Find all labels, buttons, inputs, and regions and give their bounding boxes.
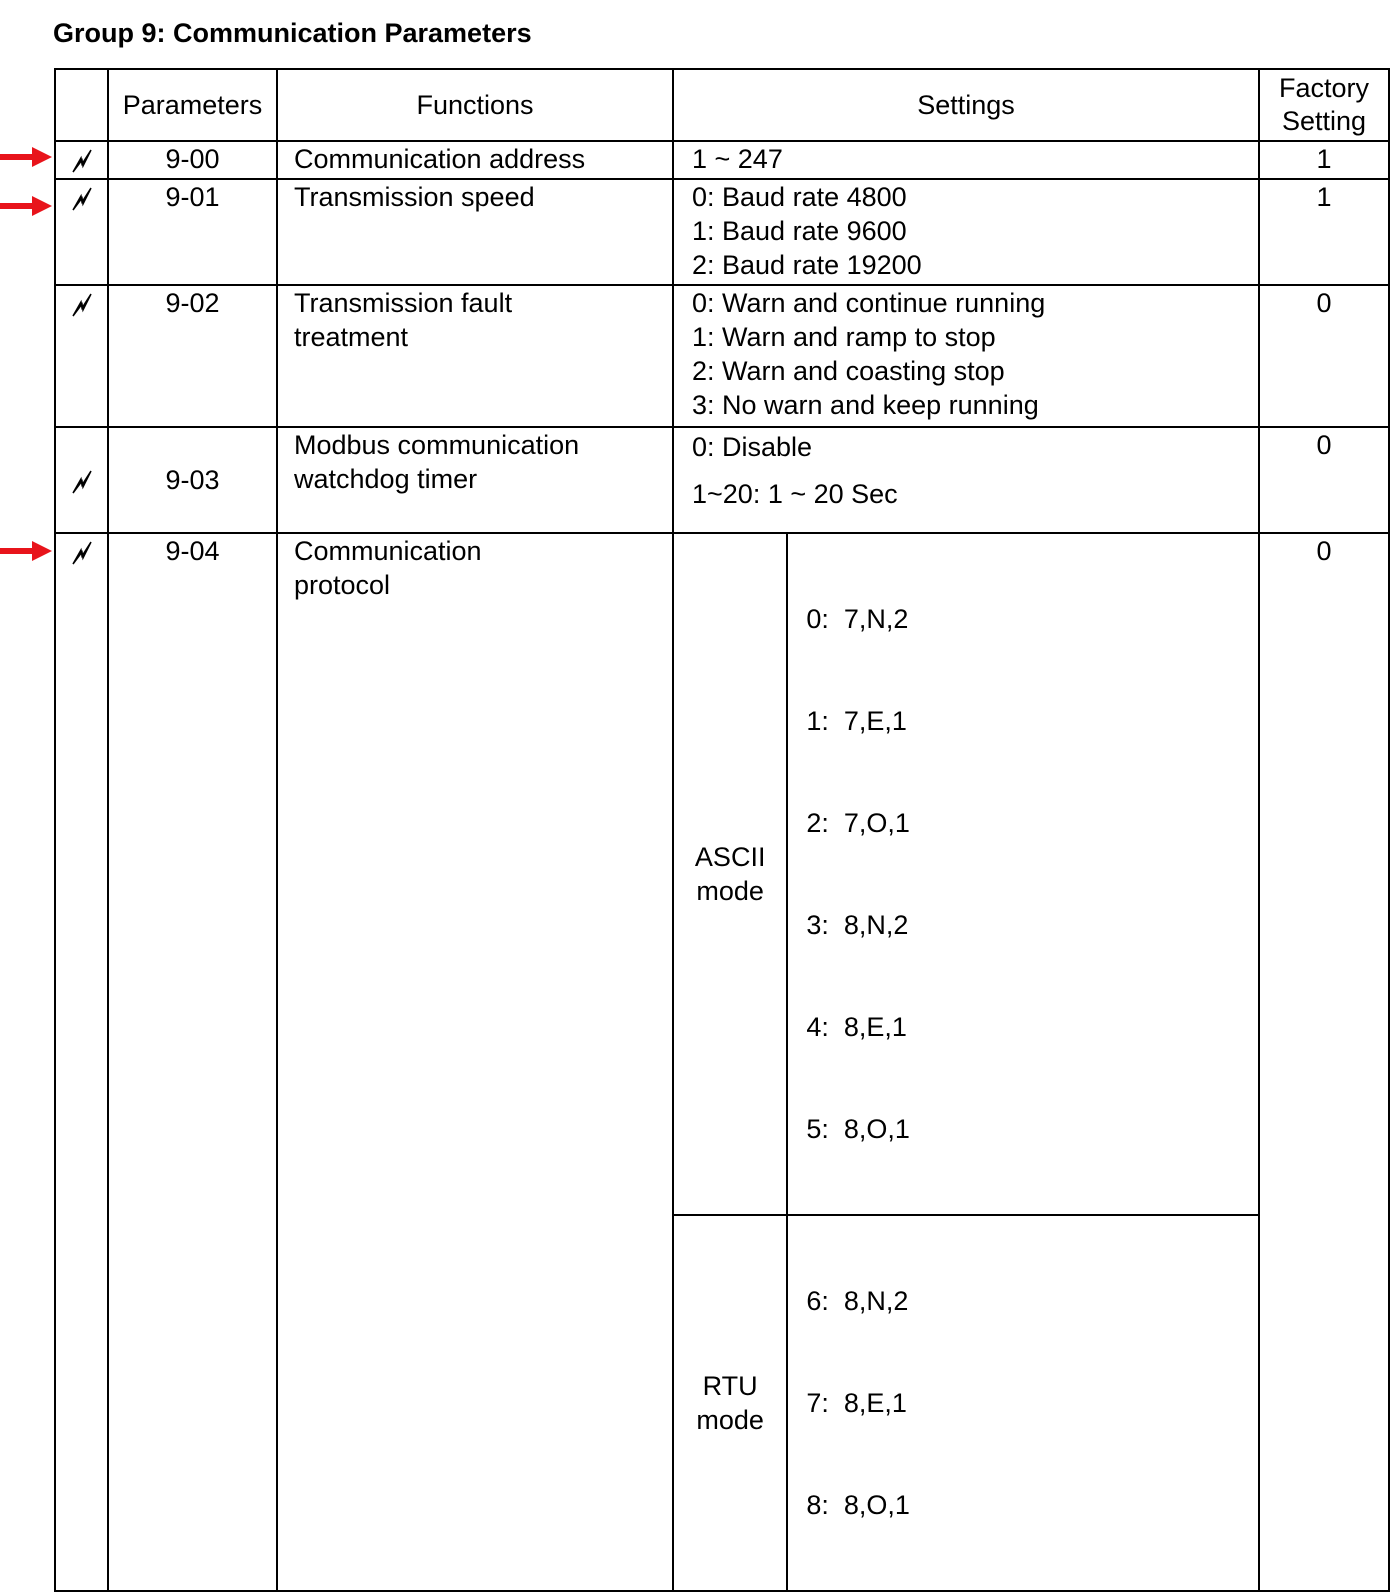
- header-factory-line1: Factory: [1278, 73, 1370, 103]
- function-text: watchdog timer: [294, 464, 478, 494]
- red-arrow-icon: [0, 196, 52, 216]
- param-code: 9-03: [107, 426, 278, 534]
- settings-cell: 0: Baud rate 4800 1: Baud rate 9600 2: B…: [672, 178, 1260, 286]
- setting-option: 6: 8,N,2: [806, 1286, 909, 1316]
- function-cell: Transmission fault treatment: [276, 284, 674, 428]
- icon-cell: [54, 426, 109, 534]
- function-text: Communication: [294, 536, 482, 566]
- param-code: 9-00: [107, 140, 278, 180]
- setting-option: 3: 8,N,2: [806, 910, 909, 940]
- mode-label-line: RTU: [702, 1371, 758, 1401]
- lightning-icon: [71, 293, 92, 317]
- setting-option: 1 ~ 247: [692, 144, 783, 174]
- setting-option: 0: Warn and continue running: [692, 288, 1046, 318]
- header-parameters: Parameters: [107, 68, 278, 142]
- setting-option: 1~20: 1 ~ 20 Sec: [692, 479, 898, 509]
- lightning-icon: [71, 470, 92, 494]
- table-row: 9-03 Modbus communication watchdog timer…: [54, 426, 1390, 534]
- icon-cell: [54, 532, 109, 1592]
- setting-option: 1: 7,E,1: [806, 706, 907, 736]
- lightning-icon: [71, 187, 92, 211]
- header-functions: Functions: [276, 68, 674, 142]
- factory-value: 1: [1258, 140, 1390, 180]
- setting-option: 3: No warn and keep running: [692, 390, 1039, 420]
- table-row: 9-04 Communication protocol ASCII mode 0…: [54, 532, 1390, 1592]
- function-text: protocol: [294, 570, 391, 600]
- function-text: Transmission speed: [294, 182, 535, 212]
- setting-option: 1: Baud rate 9600: [692, 216, 907, 246]
- rtu-mode-label: RTU mode: [671, 1214, 789, 1592]
- header-settings: Settings: [672, 68, 1260, 142]
- setting-option: 0: 7,N,2: [806, 604, 909, 634]
- param-code: 9-04: [107, 532, 278, 1592]
- setting-option: 1: Warn and ramp to stop: [692, 322, 996, 352]
- function-text: treatment: [294, 322, 409, 352]
- setting-option: 2: Baud rate 19200: [692, 250, 922, 280]
- icon-cell: [54, 178, 109, 286]
- mode-label-line: ASCII: [694, 842, 766, 872]
- table-header-row: Parameters Functions Settings Factory Se…: [54, 68, 1390, 142]
- function-cell: Transmission speed: [276, 178, 674, 286]
- setting-option: 2: Warn and coasting stop: [692, 356, 1005, 386]
- setting-option: 0: Baud rate 4800: [692, 182, 907, 212]
- setting-option: 8: 8,O,1: [806, 1490, 910, 1520]
- factory-value: 0: [1258, 284, 1390, 428]
- setting-option: 5: 8,O,1: [806, 1114, 910, 1144]
- settings-cell: 0: Disable 1~20: 1 ~ 20 Sec: [672, 426, 1260, 534]
- table-row: 9-02 Transmission fault treatment 0: War…: [54, 284, 1390, 428]
- header-factory-line2: Setting: [1281, 106, 1367, 136]
- factory-value: 0: [1258, 532, 1390, 1592]
- function-cell: Modbus communication watchdog timer: [276, 426, 674, 534]
- parameters-table: Parameters Functions Settings Factory Se…: [54, 68, 1390, 1592]
- mode-label-line: mode: [696, 1405, 764, 1435]
- settings-cell: 0: Warn and continue running 1: Warn and…: [672, 284, 1260, 428]
- setting-option: 0: Disable: [692, 432, 813, 462]
- header-factory-setting: Factory Setting: [1258, 68, 1390, 142]
- red-arrow-icon: [0, 147, 52, 167]
- function-cell: Communication protocol: [276, 532, 674, 1592]
- function-text: Modbus communication: [294, 430, 580, 460]
- factory-value: 1: [1258, 178, 1390, 286]
- mode-label-line: mode: [696, 876, 764, 906]
- lightning-icon: [71, 149, 92, 173]
- settings-cell: 1 ~ 247: [672, 140, 1260, 180]
- function-cell: Communication address: [276, 140, 674, 180]
- param-code: 9-02: [107, 284, 278, 428]
- setting-option: 4: 8,E,1: [806, 1012, 907, 1042]
- factory-value: 0: [1258, 426, 1390, 534]
- function-text: Transmission fault: [294, 288, 513, 318]
- ascii-options: 0: 7,N,2 1: 7,E,1 2: 7,O,1 3: 8,N,2 4: 8…: [786, 532, 1260, 1216]
- param-code: 9-01: [107, 178, 278, 286]
- red-arrow-icon: [0, 541, 52, 561]
- table-row: 9-01 Transmission speed 0: Baud rate 480…: [54, 178, 1390, 286]
- icon-cell: [54, 140, 109, 180]
- page-title: Group 9: Communication Parameters: [53, 18, 532, 48]
- icon-cell: [54, 284, 109, 428]
- table-row: 9-00 Communication address 1 ~ 247 1: [54, 140, 1390, 180]
- ascii-mode-label: ASCII mode: [671, 532, 789, 1216]
- setting-option: 7: 8,E,1: [806, 1388, 907, 1418]
- rtu-options: 6: 8,N,2 7: 8,E,1 8: 8,O,1: [786, 1214, 1260, 1592]
- header-icon: [54, 68, 109, 142]
- setting-option: 2: 7,O,1: [806, 808, 910, 838]
- function-text: Communication address: [294, 144, 586, 174]
- lightning-icon: [71, 541, 92, 565]
